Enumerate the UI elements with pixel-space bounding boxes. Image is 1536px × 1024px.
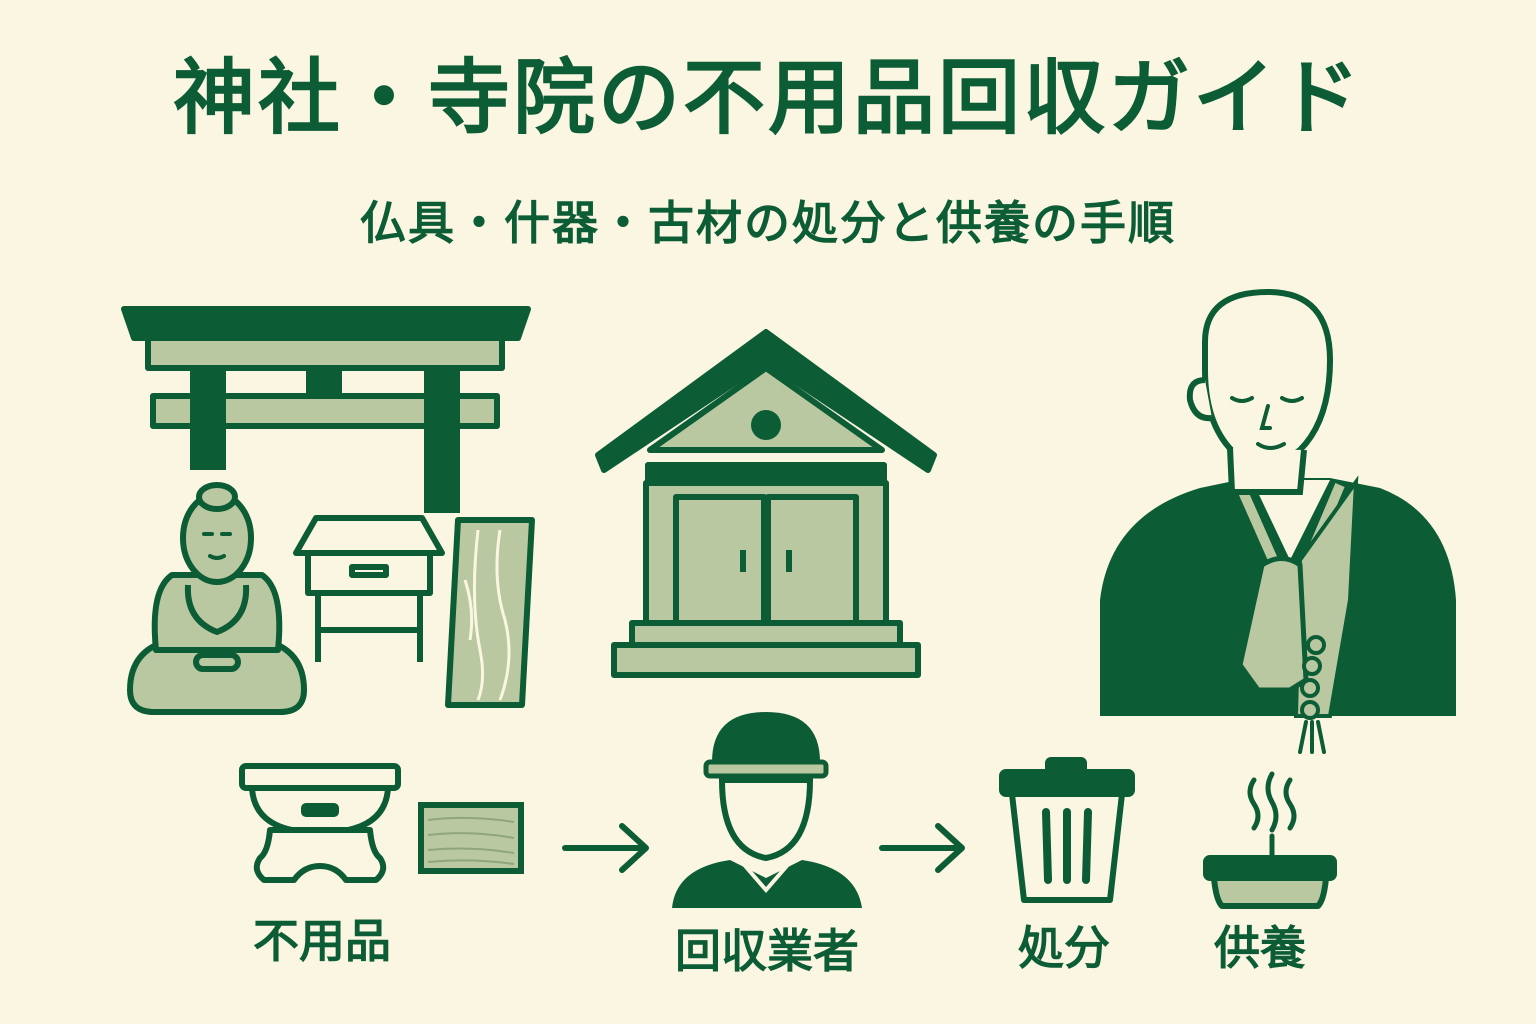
step-label-unwanted-items: 不用品 [253, 914, 391, 968]
altar-table-icon [293, 515, 445, 662]
torii-gate-icon [121, 306, 531, 513]
step-label-memorial: 供養 [1214, 921, 1306, 975]
arrow-right-icon [879, 823, 965, 873]
page-title: 神社・寺院の不用品回収ガイド [172, 51, 1363, 146]
step-label-disposal: 処分 [1018, 921, 1110, 975]
buddha-statue-icon [127, 482, 307, 715]
step-label-collector: 回収業者 [675, 924, 859, 978]
incense-burner-icon [1203, 771, 1337, 909]
wood-board-icon [418, 802, 524, 874]
wood-plank-icon [445, 517, 535, 708]
collection-worker-icon [672, 712, 862, 908]
shrine-building-icon [595, 329, 937, 678]
trash-can-icon [999, 757, 1135, 903]
page-subtitle: 仏具・什器・古材の処分と供養の手順 [360, 196, 1176, 250]
offering-stand-icon [239, 763, 401, 883]
praying-monk-icon [1100, 288, 1456, 754]
arrow-right-icon [562, 823, 649, 873]
